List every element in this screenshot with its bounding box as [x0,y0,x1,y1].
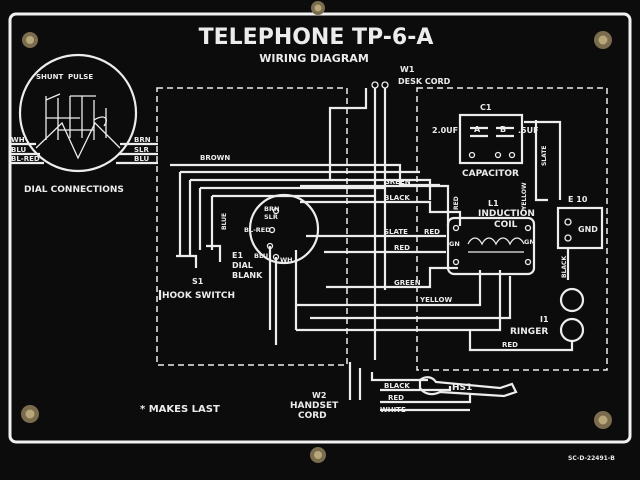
screw-icon [22,32,38,48]
dial-blank-ref: E1 [232,251,243,260]
dial-blank-terminal: WH [280,256,293,264]
screw-icon [594,411,612,429]
dial-blank-terminal: BL-RED [244,226,271,234]
dial-right-label: SLR [134,146,150,154]
coil-terminal: GN [524,238,535,246]
wire-label: YELLOW [521,182,528,211]
capacitor-left-value: 2.0UF [432,126,458,135]
dial-blank-terminal: SLR [264,213,278,221]
desk-cord-label: DESK CORD [398,77,451,86]
dial-blank-terminal: BLU [254,252,268,260]
wire-label: RED [388,394,404,402]
dial-connections: SHUNT PULSE WH BLU BL-RED BRN SLR BLU DI… [10,53,158,195]
wire-label: RED [502,341,518,349]
dial-shunt-label: SHUNT [36,73,63,81]
ringer: I1 RINGER RED [468,287,585,352]
hook-switch-label: HOOK SWITCH [162,291,235,301]
handset-cord-line2: CORD [298,411,327,421]
wire-label: BLACK [384,382,410,390]
dial-pulse-label: PULSE [68,73,93,81]
wire-label: SLATE [541,145,548,166]
capacitor-ref: C1 [480,103,492,112]
wire-label: BLACK [561,256,568,278]
wire-label: GREEN [384,178,411,186]
ringer-ref: I1 [540,315,549,324]
wire-label: GREEN [394,279,421,287]
hook-switch-ref: S1 [192,277,204,286]
network-enclosure [416,87,608,371]
dial-left-label: WH [11,136,25,144]
handset-cord-line1: HANDSET [290,401,339,411]
central-wiring: GREEN BLACK SLATE RED RED GREEN YELLOW [296,178,512,332]
dial-blank-terminal: BRN [264,205,279,213]
wire-label: RED [424,228,440,236]
diagram-subtitle: WIRING DIAGRAM [259,52,369,65]
induction-coil: L1 INDUCTION COIL GN GN [446,199,536,276]
capacitor-terminal: A [474,125,481,134]
screw-icon [21,405,39,423]
terminal-block-ref: E 10 [568,195,588,204]
dial-right-label: BRN [134,136,151,144]
drawing-number: SC-D-22491-B [568,455,615,462]
diagram-title: TELEPHONE TP-6-A [199,25,434,50]
coil-terminal: GN [449,240,460,248]
handset-cord: W2 HANDSET CORD BLACK RED WHITE [290,362,472,421]
dial-right-label: BLU [134,155,150,163]
handset-cord-ref: W2 [312,391,326,400]
screw-icon [310,447,326,463]
screw-icon [311,1,325,15]
dial-connections-caption: DIAL CONNECTIONS [24,185,124,195]
wire-label: RED [453,196,460,210]
dial-left-label: BL-RED [11,155,40,163]
wire-label: WHITE [380,406,406,414]
wire-label: YELLOW [419,296,452,304]
wire-label: RED [394,244,410,252]
dial-blank: BRN SLR BL-RED BLU WH E1 DIAL BLANK [232,193,320,345]
coil-line2: COIL [494,220,518,230]
dial-blank-line2: BLANK [232,271,263,280]
dial-left-label: BLU [11,146,27,154]
capacitor-label: CAPACITOR [462,169,519,179]
terminal-block: E 10 GND BLACK [556,195,604,280]
wire-label: BLUE [221,213,228,230]
capacitor: C1 2.0UF .5UF A B CAPACITOR SLATE YELLOW… [432,103,562,211]
dial-blank-line1: DIAL [232,261,253,270]
desk-cord-ref: W1 [400,65,415,74]
capacitor-terminal: B [500,125,506,134]
coil-ref: L1 [488,199,499,208]
ringer-label: RINGER [510,327,548,337]
hook-switch-enclosure [156,87,348,366]
footnote: * MAKES LAST [140,404,220,415]
screw-icon [594,31,612,49]
coil-line1: INDUCTION [478,209,535,219]
terminal-block-label: GND [578,225,598,234]
capacitor-right-value: .5UF [518,126,539,135]
wire-label: SLATE [384,228,408,236]
wire-label: BROWN [200,154,230,162]
wire-label: BLACK [384,194,410,202]
handset: HS1 [418,376,518,398]
handset-ref: HS1 [452,383,472,393]
